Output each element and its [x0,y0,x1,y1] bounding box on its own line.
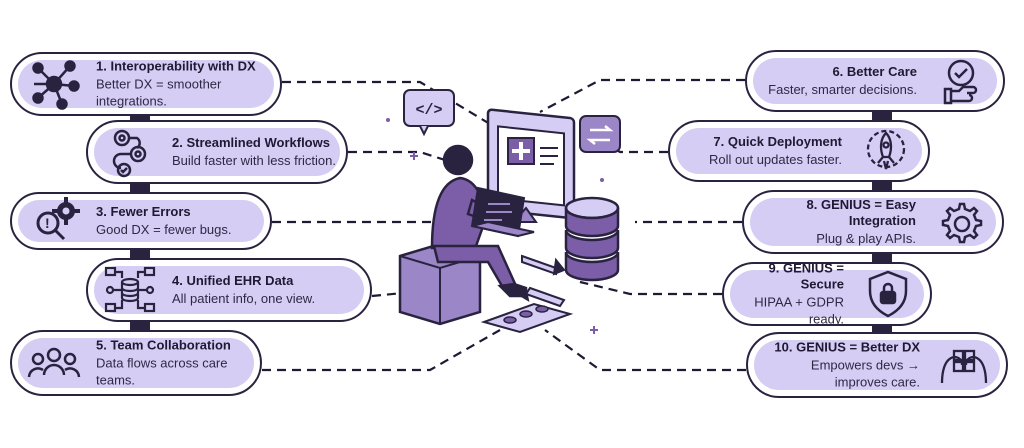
card-team-collaboration: 5. Team Collaboration Data flows across … [10,330,262,396]
card-description: Better DX = smoother integrations. [96,76,222,109]
card-description: Empowers devs → improves care. [810,357,920,390]
card-connector-tab [872,326,892,336]
sync-arrows-icon [515,254,566,308]
database-hub-icon [104,266,156,313]
card-fewer-errors: ! 3. Fewer Errors Good DX = fewer bugs. [10,192,272,250]
card-connector-tab [872,182,892,192]
rocket-gear-icon [866,129,906,170]
gear-puzzle-icon [941,202,983,244]
puzzle-heads-icon [940,349,988,384]
card-description: Faster, smarter decisions. [768,82,917,97]
card-interoperability: 1. Interoperability with DX Better DX = … [10,52,282,116]
card-title: 5. Team Collaboration [96,337,231,353]
shield-lock-icon [868,270,908,318]
card-description: Build faster with less friction. [172,153,337,168]
card-streamlined-workflows: 2. Streamlined Workflows Build faster wi… [86,120,348,184]
card-description: Good DX = fewer bugs. [96,222,232,237]
card-connector-tab [130,184,150,194]
card-connector-tab [130,322,150,332]
card-better-dx: 10. GENIUS = Better DX Empowers devs → i… [746,332,1008,398]
monitor-icon [486,108,576,223]
card-description: HIPAA + GDPR ready. [754,294,844,327]
card-title: 6. Better Care [832,64,917,79]
card-easy-integration: 8. GENIUS = Easy Integration Plug & play… [742,190,1004,254]
card-quick-deployment: 7. Quick Deployment Roll out updates fas… [668,120,930,182]
code-bubble-text: </> [415,102,442,119]
card-title: 3. Fewer Errors [96,204,191,219]
card-connector-tab [130,114,150,124]
workflow-gears-icon [112,129,147,178]
card-title: 1. Interoperability with DX [96,58,256,74]
code-bubble-icon: </> [403,89,455,137]
database-stack-icon [564,196,620,282]
card-description: Data flows across care teams. [96,355,228,388]
card-description: Plug & play APIs. [816,231,916,246]
card-better-care: 6. Better Care Faster, smarter decisions… [745,50,1005,112]
card-secure: 9. GENIUS = Secure HIPAA + GDPR ready. [722,260,932,327]
svg-text:!: ! [45,215,50,231]
card-description: All patient info, one view. [172,291,316,306]
card-title: 7. Quick Deployment [713,134,842,149]
swap-arrows-icon [579,115,621,153]
card-title: 2. Streamlined Workflows [172,135,330,150]
card-description: Roll out updates faster. [709,152,842,167]
card-connector-tab [872,112,892,122]
server-tray [480,302,574,334]
team-people-icon [27,347,81,378]
card-title: 10. GENIUS = Better DX [774,339,920,355]
card-title: 4. Unified EHR Data [172,273,294,288]
sparkle-decorations [386,118,604,334]
card-unified-ehr-data: 4. Unified EHR Data All patient info, on… [86,258,372,322]
card-title: 8. GENIUS = Easy Integration [806,197,916,228]
thumbs-up-check-icon [943,59,978,105]
gear-search-icon: ! [36,197,80,241]
card-connector-tab [130,250,150,260]
developer-illustration: </> [386,89,621,334]
network-nodes-icon [32,60,80,110]
card-connector-tab [872,254,892,264]
card-title: 9. GENIUS = Secure [768,260,845,292]
laptop-icon [470,186,535,238]
